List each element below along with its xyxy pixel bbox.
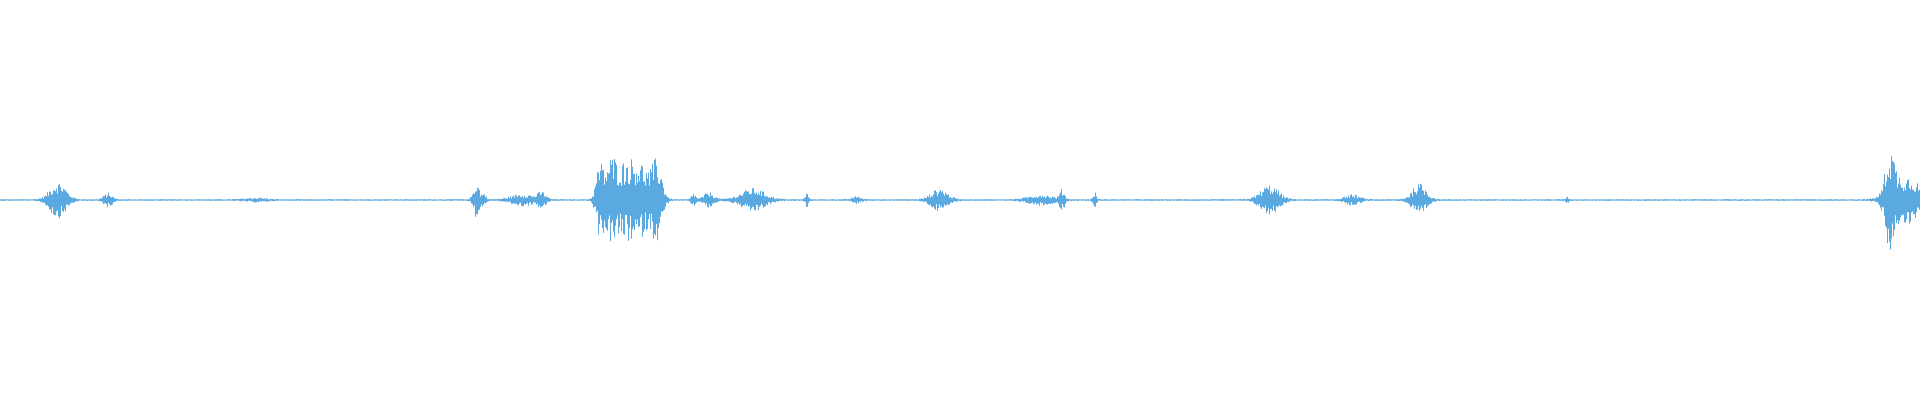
waveform-trace [0,155,1920,250]
